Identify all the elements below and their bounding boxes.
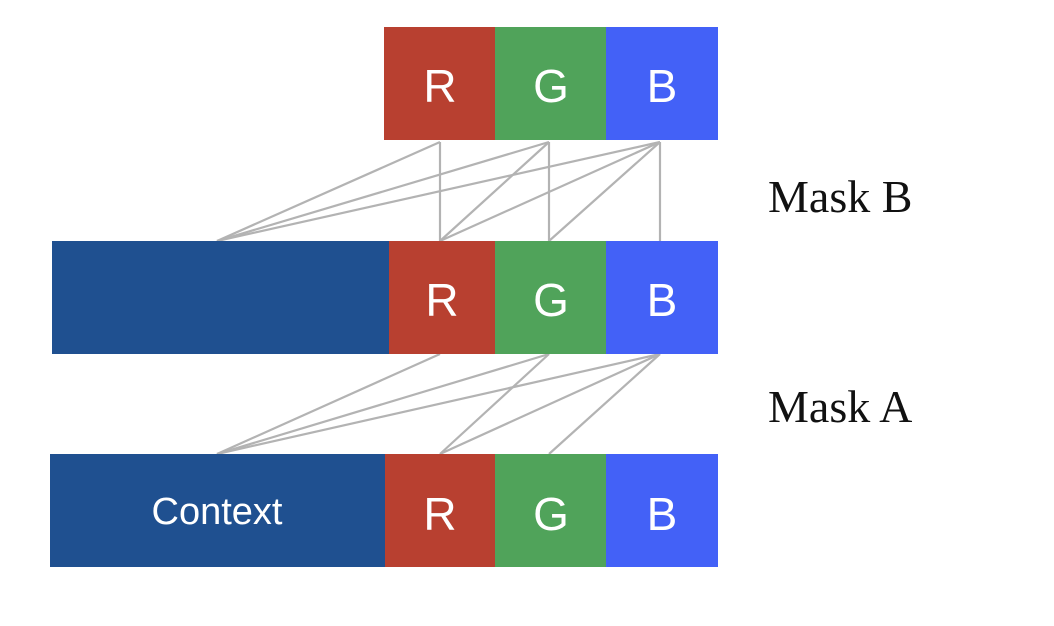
bottom-b-cell (606, 454, 718, 567)
connection-line (439, 353, 550, 455)
middle-row: R G B (52, 241, 718, 354)
connection-line (439, 141, 550, 242)
mask-a-label: Mask A (768, 381, 912, 432)
middle-g-label: G (533, 274, 569, 326)
top-b-cell (606, 27, 718, 140)
connection-line (439, 352, 661, 456)
middle-r-label: R (425, 274, 458, 326)
bottom-r-cell (385, 454, 495, 567)
mask-b-connections (216, 140, 662, 243)
connection-line (439, 140, 661, 243)
middle-context-cell (52, 241, 389, 354)
top-r-label: R (423, 60, 456, 112)
middle-g-cell (495, 241, 606, 354)
connection-line (216, 140, 441, 243)
bottom-b-label: B (647, 488, 678, 540)
top-row: R G B (384, 27, 718, 140)
bottom-g-cell (495, 454, 606, 567)
bottom-g-label: G (533, 488, 569, 540)
connection-line (216, 140, 550, 243)
top-b-label: B (647, 60, 678, 112)
bottom-row: Context R G B (50, 454, 718, 567)
middle-b-cell (606, 241, 718, 354)
connection-line (216, 140, 661, 243)
mask-b-label: Mask B (768, 171, 912, 222)
connection-line (548, 141, 661, 242)
middle-b-label: B (647, 274, 678, 326)
bottom-context-cell (50, 454, 385, 567)
connection-line (548, 353, 661, 455)
mask-a-connections (216, 352, 661, 456)
connection-line (216, 352, 550, 456)
middle-r-cell (389, 241, 495, 354)
bottom-context-label: Context (152, 491, 283, 533)
top-g-cell (495, 27, 606, 140)
connection-line (216, 352, 441, 456)
bottom-r-label: R (423, 488, 456, 540)
top-r-cell (384, 27, 495, 140)
connection-line (216, 352, 661, 456)
top-g-label: G (533, 60, 569, 112)
